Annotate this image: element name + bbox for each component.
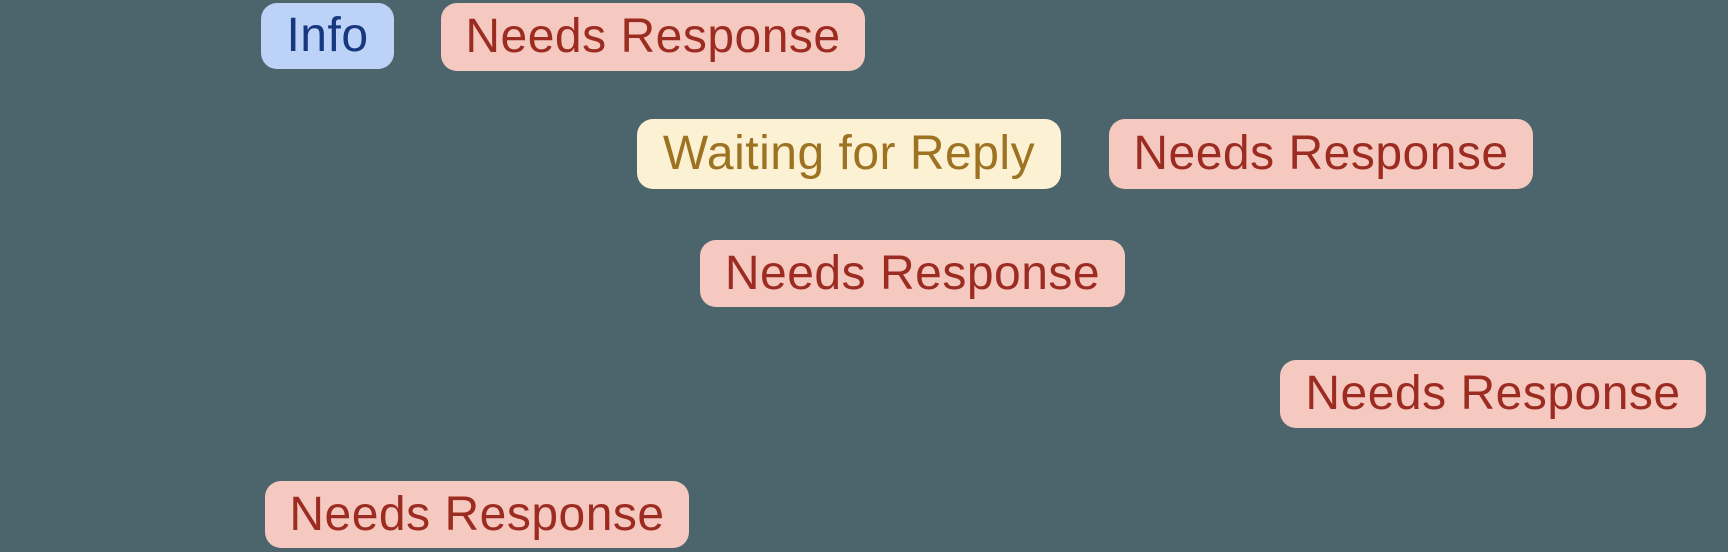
- status-badge-needs-response[interactable]: Needs Response: [265, 481, 689, 548]
- status-badge-needs-response[interactable]: Needs Response: [1109, 119, 1533, 189]
- status-badge-needs-response[interactable]: Needs Response: [700, 240, 1125, 307]
- status-badge-waiting-for-reply[interactable]: Waiting for Reply: [637, 119, 1061, 189]
- status-badge-needs-response[interactable]: Needs Response: [441, 3, 865, 71]
- status-badge-needs-response[interactable]: Needs Response: [1280, 360, 1706, 428]
- status-badge-info[interactable]: Info: [261, 3, 394, 69]
